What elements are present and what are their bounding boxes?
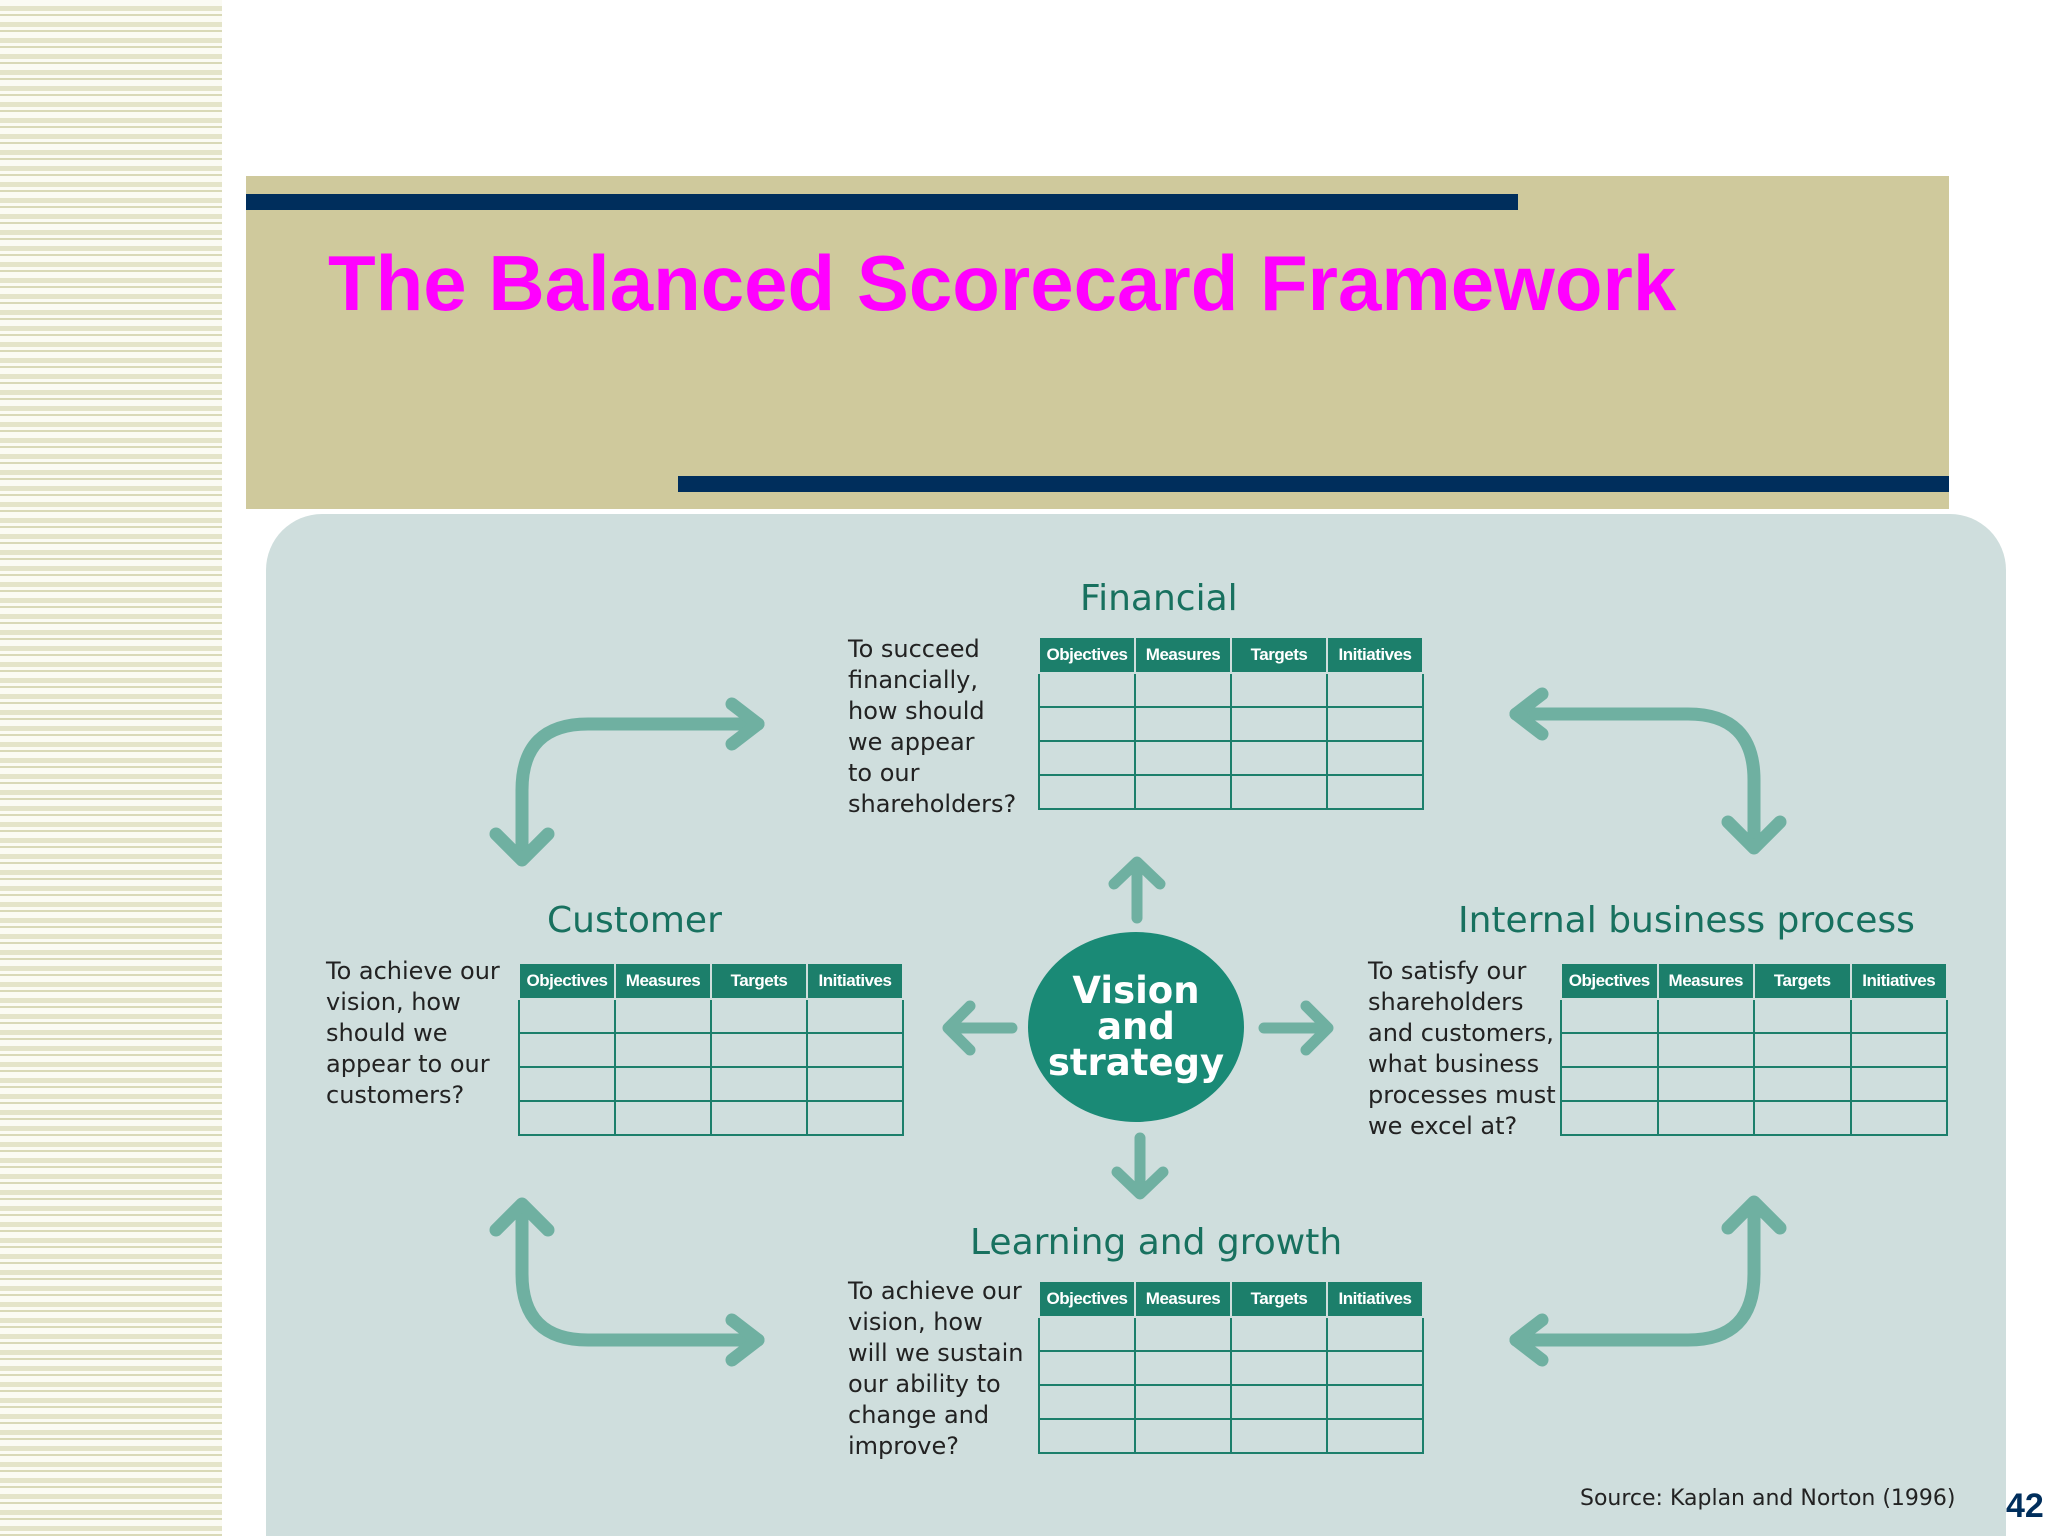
column-header-measures: Measures — [614, 962, 712, 1000]
center-arrow-down — [1111, 1132, 1169, 1200]
column-header-objectives: Objectives — [1560, 962, 1659, 1000]
table-row — [1560, 1100, 1948, 1136]
internal-business-process-heading: Internal business process — [1458, 900, 1915, 941]
table-row — [518, 1032, 904, 1068]
table-row — [1038, 1384, 1424, 1420]
table-row — [518, 1066, 904, 1102]
page-number-text: 42 — [2006, 1487, 2044, 1525]
column-header-measures: Measures — [1656, 962, 1755, 1000]
table-row — [1038, 740, 1424, 776]
table-row — [1560, 998, 1948, 1034]
title-bar-top — [246, 194, 1518, 210]
hub-label: Vision and strategy — [1047, 969, 1225, 1084]
slide-page-number: 42 — [2006, 1487, 2048, 1526]
column-header-initiatives: Initiatives — [806, 962, 904, 1000]
learning-and-growth-scorecard-table: Objectives Measures Targets Initiatives — [1038, 1280, 1424, 1454]
table-row — [1560, 1066, 1948, 1102]
table-row — [1560, 1032, 1948, 1068]
table-row — [1038, 1350, 1424, 1386]
customer-heading: Customer — [547, 900, 722, 941]
table-row — [1038, 1418, 1424, 1454]
customer-scorecard-table: Objectives Measures Targets Initiatives — [518, 962, 904, 1136]
learning-and-growth-question: To achieve our vision, how will we susta… — [848, 1277, 1024, 1460]
table-row — [1038, 1316, 1424, 1352]
cycle-arrow-bottom-left — [515, 1201, 765, 1347]
column-header-measures: Measures — [1134, 1280, 1232, 1318]
column-header-objectives: Objectives — [1038, 636, 1136, 674]
table-row — [1038, 774, 1424, 810]
financial-heading: Financial — [1080, 578, 1238, 619]
cycle-arrow-top-right — [1509, 707, 1761, 851]
source-citation: Source: Kaplan and Norton (1996) — [1580, 1486, 1956, 1511]
financial-question: To succeed financially, how should we ap… — [848, 635, 1017, 818]
cycle-arrow-bottom-right — [1509, 1199, 1761, 1347]
center-arrow-right — [1258, 1000, 1334, 1056]
cycle-arrow-top-left — [515, 717, 765, 863]
column-header-targets: Targets — [1230, 636, 1328, 674]
internal-business-process-scorecard-table: Objectives Measures Targets Initiatives — [1560, 962, 1948, 1136]
title-bar-bottom — [678, 476, 1949, 492]
center-arrow-up — [1108, 856, 1166, 924]
table-row — [1038, 706, 1424, 742]
table-row — [518, 998, 904, 1034]
vision-and-strategy-hub: Vision and strategy — [1028, 932, 1244, 1122]
internal-business-process-question: To satisfy our shareholders and customer… — [1368, 957, 1556, 1140]
table-row — [1038, 672, 1424, 708]
column-header-targets: Targets — [1230, 1280, 1328, 1318]
financial-scorecard-table: Objectives Measures Targets Initiatives — [1038, 636, 1424, 810]
column-header-initiatives: Initiatives — [1326, 1280, 1424, 1318]
column-header-objectives: Objectives — [518, 962, 616, 1000]
column-header-initiatives: Initiatives — [1849, 962, 1948, 1000]
customer-question: To achieve our vision, how should we app… — [326, 957, 500, 1109]
table-row — [518, 1100, 904, 1136]
column-header-targets: Targets — [1753, 962, 1852, 1000]
center-arrow-left — [942, 1000, 1018, 1056]
learning-and-growth-heading: Learning and growth — [970, 1222, 1343, 1263]
column-header-measures: Measures — [1134, 636, 1232, 674]
column-header-initiatives: Initiatives — [1326, 636, 1424, 674]
title-band — [246, 176, 1949, 509]
column-header-targets: Targets — [710, 962, 808, 1000]
column-header-objectives: Objectives — [1038, 1280, 1136, 1318]
striped-side-decoration — [0, 0, 222, 1536]
slide-title: The Balanced Scorecard Framework — [328, 239, 1677, 327]
